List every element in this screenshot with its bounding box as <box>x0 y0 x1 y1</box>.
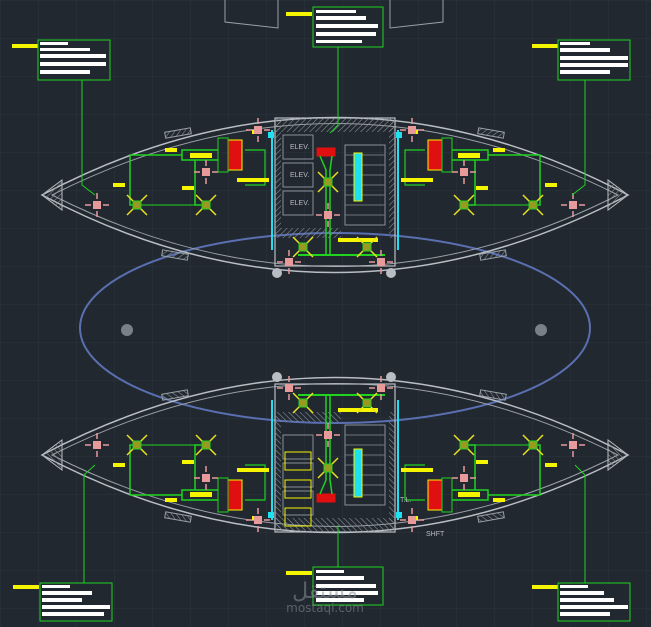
elevator-box <box>284 451 312 471</box>
watermark-site: mostaqi.com <box>286 601 364 615</box>
column <box>535 324 547 336</box>
callout-top-right[interactable] <box>532 39 631 196</box>
watermark-arabic: مستقل <box>292 579 358 604</box>
callout-top-center[interactable] <box>286 6 384 134</box>
elevator-label: ELEV. <box>290 172 309 179</box>
upper-fragment-left <box>224 0 279 29</box>
shaft-label: T.L. <box>400 497 411 504</box>
upper-fragment-right <box>389 0 444 29</box>
callout-bottom-right[interactable] <box>532 464 631 622</box>
shaft-label: SHFT <box>426 531 445 538</box>
elevator-label: ELEV. <box>290 200 309 207</box>
elevator-box <box>284 479 312 499</box>
callout-bottom-center[interactable] <box>286 525 384 606</box>
callout-top-left[interactable] <box>12 39 111 196</box>
elevator-box <box>284 507 312 527</box>
elevator-label: ELEV. <box>290 144 309 151</box>
column <box>121 324 133 336</box>
callout-bottom-left[interactable] <box>13 464 113 622</box>
